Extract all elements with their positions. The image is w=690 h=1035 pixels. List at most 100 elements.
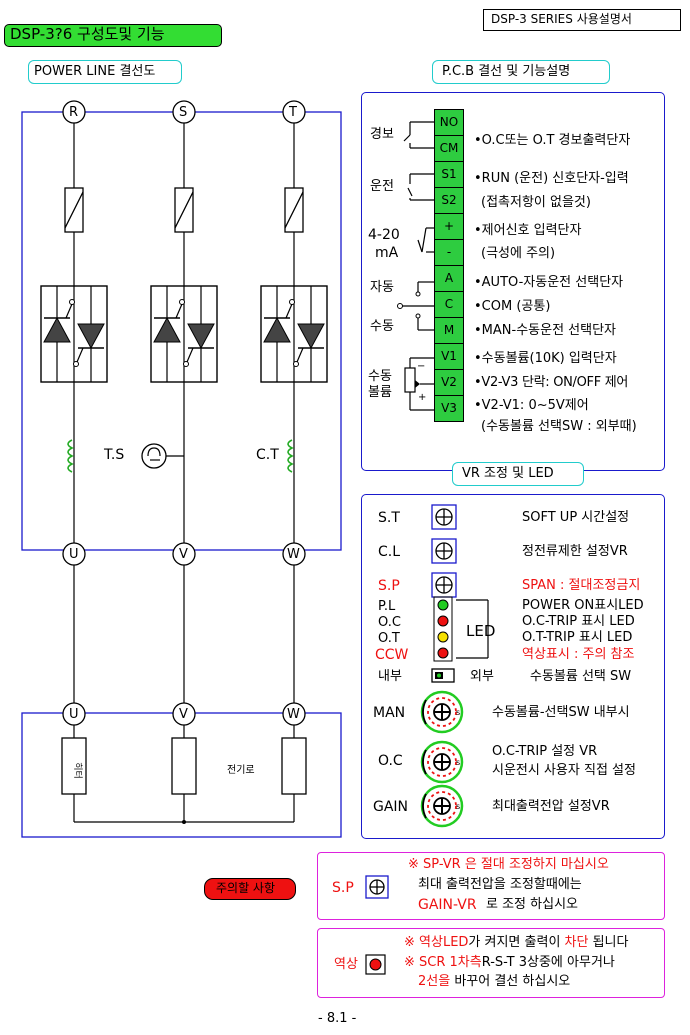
svg-text:−: −	[417, 361, 425, 372]
ts-label: T.S	[104, 447, 125, 463]
svg-text:s: s	[456, 758, 460, 767]
reverse-line1-red-a: ※ 역상LED	[404, 935, 469, 950]
cl-trimpot-icon[interactable]	[432, 539, 456, 563]
desc-auto: •AUTO-자동운전 선택단자	[474, 275, 624, 290]
reverse-line1: ※ 역상LED가 켜지면 출력이 차단 됩니다	[404, 936, 628, 949]
cl-desc: 정전류제한 설정VR	[522, 544, 628, 559]
load-v-label: V	[179, 707, 188, 722]
group-manual: 수동	[370, 319, 394, 334]
pcb-title-box	[432, 60, 610, 84]
knob-gain-label: GAIN	[373, 799, 409, 815]
terminal-v3: V3	[434, 396, 464, 422]
desc-signal-note: (극성에 주의)	[481, 246, 556, 261]
group-vol-1: 수동	[368, 369, 392, 384]
reverse-caution-label: 역상	[334, 957, 358, 972]
sp-caution-line3-red: GAIN-VR	[418, 897, 477, 913]
terminal-no: NO	[434, 109, 464, 136]
reverse-line1-mid: 가 켜지면 출력이	[468, 935, 565, 950]
power-line-title-box	[28, 60, 182, 84]
knob-gain-desc: 최대출력전압 설정VR	[492, 799, 610, 814]
st-trimpot-icon[interactable]	[432, 505, 456, 529]
desc-v2: •V2-V3 단락: ON/OFF 제어	[474, 375, 629, 390]
series-label-box	[483, 9, 681, 31]
sp-caution-line1: ※ SP-VR 은 절대 조정하지 마십시오	[408, 857, 609, 872]
sp-desc: SPAN : 절대조정금지	[522, 578, 641, 593]
svg-text:s: s	[456, 802, 460, 811]
knob-man-desc: 수동볼륨-선택SW 내부시	[492, 705, 630, 720]
led-column	[433, 596, 489, 662]
reverse-line2-rest: R-S-T 3상중에 아무거나	[481, 955, 615, 970]
led-desc-ccw: 역상표시 : 주의 참조	[522, 647, 635, 662]
sp-caution-label: S.P	[332, 880, 354, 896]
terminal-a: A	[434, 266, 464, 292]
st-label: S.T	[378, 510, 400, 526]
sp-caution-line3-rest: 로 조정 하십시오	[486, 897, 578, 912]
led-desc-oc: O.C-TRIP 표시 LED	[522, 614, 635, 629]
group-auto: 자동	[370, 280, 394, 295]
phase-t-label: T	[289, 105, 297, 120]
load-u-label: U	[69, 707, 79, 722]
desc-run-note: (접촉저항이 없을것)	[481, 195, 591, 210]
terminal-s1: S1	[434, 162, 464, 188]
caution-badge-text: 주의할 사항	[216, 881, 276, 895]
terminal-plus: +	[434, 214, 464, 240]
reverse-line2-red: ※ SCR 1차측	[404, 955, 482, 970]
reverse-line1-red-b: 차단	[564, 935, 589, 950]
led-label-pl: P.L	[378, 599, 396, 614]
reverse-line3-red: 2선을	[418, 974, 451, 989]
phase-r-label: R	[69, 105, 79, 120]
terminal-cm: CM	[434, 136, 464, 162]
series-label: DSP-3 SERIES 사용설명서	[491, 12, 632, 26]
ct-label: C.T	[256, 447, 279, 463]
group-run: 운전	[370, 179, 394, 194]
terminal-minus: -	[434, 240, 464, 266]
phase-s-label: S	[179, 105, 188, 120]
title-badge	[4, 24, 222, 47]
reverse-line3-rest: 바꾸어 결선 하십시오	[450, 974, 571, 989]
switch-desc: 수동볼륨 선택 SW	[530, 669, 632, 684]
desc-vol-sw: (수동볼륨 선택SW : 외부때)	[481, 419, 637, 434]
reverse-led-icon	[365, 954, 386, 975]
reverse-line3: 2선을 바꾸어 결선 하십시오	[418, 975, 570, 988]
terminal-v1: V1	[434, 344, 464, 370]
vr-title: VR 조정 및 LED	[462, 466, 554, 481]
group-signal-1: 4-20	[368, 227, 400, 243]
led-label-ccw: CCW	[375, 647, 409, 663]
led-oc-icon	[437, 615, 449, 627]
reverse-line1-end: 됩니다	[588, 935, 629, 950]
sp-caution-trimpot-icon	[365, 875, 389, 899]
svg-text:s: s	[456, 708, 460, 717]
load-w-label: W	[287, 707, 300, 722]
svg-text:+: +	[418, 392, 426, 403]
man-knob-icon[interactable]	[422, 692, 462, 732]
gain-knob-icon[interactable]	[422, 786, 462, 826]
switch-inner-label: 내부	[378, 669, 402, 684]
reverse-caution-box	[317, 928, 665, 998]
desc-v1-v2: •V2-V1: 0~5V제어	[474, 398, 589, 413]
terminal-c: C	[434, 292, 464, 318]
vr-title-box	[452, 462, 584, 486]
led-desc-pl: POWER ON표시LED	[522, 598, 644, 613]
switch-outer-label: 외부	[470, 669, 494, 684]
power-line-title: POWER LINE 결선도	[34, 64, 156, 79]
desc-man: •MAN-수동운전 선택단자	[474, 323, 617, 338]
terminal-s2: S2	[434, 188, 464, 214]
sp-caution-box	[317, 852, 665, 920]
phase-v-label: V	[179, 547, 188, 562]
oc-knob-icon[interactable]	[422, 742, 462, 782]
caution-badge	[204, 878, 296, 900]
knob-oc-desc1: O.C-TRIP 설정 VR	[492, 744, 598, 759]
sp-trimpot-icon[interactable]	[432, 573, 456, 597]
knob-man-label: MAN	[373, 705, 406, 721]
pcb-title: P.C.B 결선 및 기능설명	[442, 64, 571, 79]
knob-column: s	[420, 690, 464, 734]
led-group-label: LED	[466, 622, 496, 640]
terminal-wiring: − +	[397, 121, 434, 411]
cl-label: C.L	[378, 544, 401, 560]
knob-oc-label: O.C	[378, 753, 403, 769]
selector-switch-icon[interactable]	[430, 666, 460, 686]
st-desc: SOFT UP 시간설정	[522, 510, 630, 525]
led-ot-icon	[437, 631, 449, 643]
